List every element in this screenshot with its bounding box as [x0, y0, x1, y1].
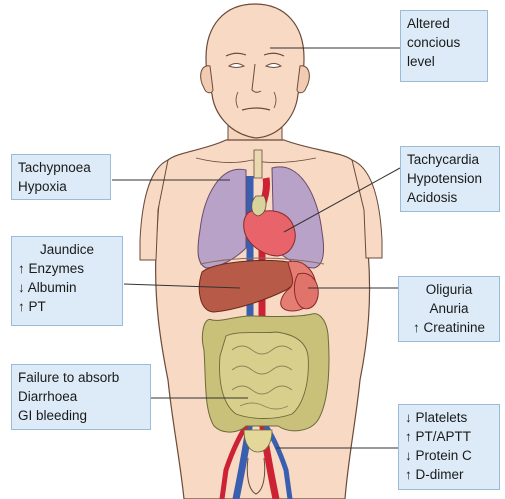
label-heart-line: Tachycardia — [407, 150, 493, 169]
label-liver: Jaundice ↑ Enzymes ↓ Albumin ↑ PT — [11, 236, 123, 326]
trachea — [254, 150, 262, 178]
label-brain-line: concious — [407, 33, 481, 52]
label-lungs-line: Tachypnoea — [18, 158, 104, 177]
label-gut-line: Failure to absorb — [18, 368, 144, 387]
label-lungs-line: Hypoxia — [18, 177, 104, 196]
label-kidney-line: Anuria — [405, 299, 493, 318]
label-blood-line: ↑ D-dimer — [405, 465, 493, 484]
label-gut-line: GI bleeding — [18, 406, 144, 425]
label-brain-line: level — [407, 52, 481, 71]
label-liver-line: ↑ PT — [18, 297, 116, 316]
label-heart-line: Acidosis — [407, 188, 493, 207]
label-lungs: Tachypnoea Hypoxia — [11, 154, 111, 200]
label-blood-line: ↑ PT/APTT — [405, 427, 493, 446]
label-brain-line: Altered — [407, 14, 481, 33]
label-kidney: Oliguria Anuria ↑ Creatinine — [398, 276, 500, 342]
label-blood: ↓ Platelets ↑ PT/APTT ↓ Protein C ↑ D-di… — [398, 404, 500, 490]
label-heart: Tachycardia Hypotension Acidosis — [400, 146, 500, 212]
label-gut: Failure to absorb Diarrhoea GI bleeding — [11, 364, 151, 430]
label-kidney-line: Oliguria — [405, 280, 493, 299]
label-gut-line: Diarrhoea — [18, 387, 144, 406]
label-liver-line: ↓ Albumin — [18, 278, 116, 297]
label-liver-line: ↑ Enzymes — [18, 259, 116, 278]
label-liver-line: Jaundice — [18, 240, 116, 259]
label-heart-line: Hypotension — [407, 169, 493, 188]
label-kidney-line: ↑ Creatinine — [405, 318, 493, 337]
head — [206, 4, 304, 138]
label-blood-line: ↓ Protein C — [405, 446, 493, 465]
label-brain: Altered concious level — [400, 10, 488, 82]
label-blood-line: ↓ Platelets — [405, 408, 493, 427]
